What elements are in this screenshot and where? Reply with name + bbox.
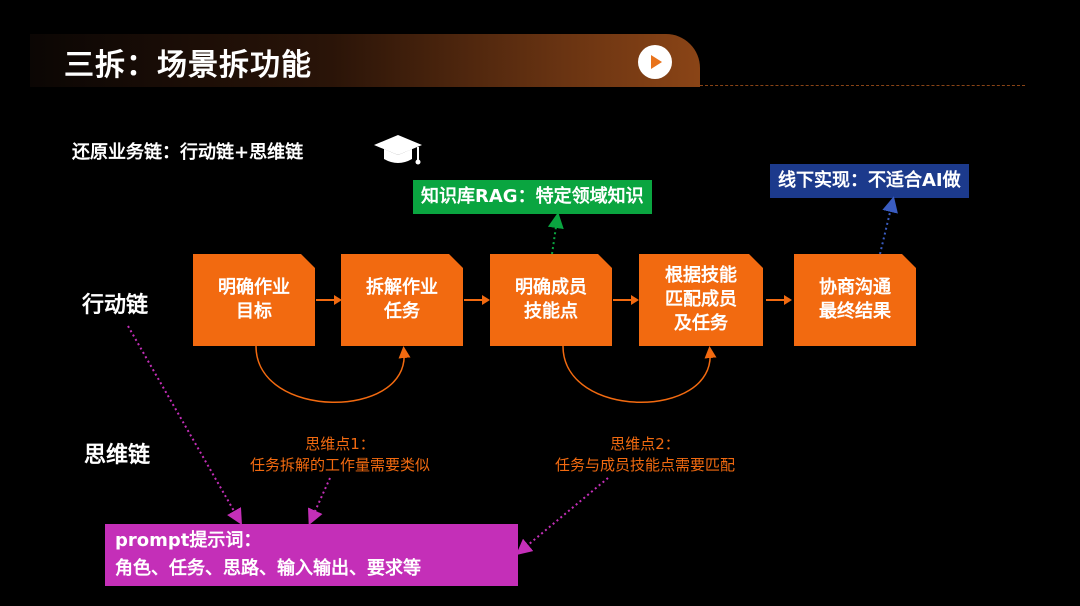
loop-arc-1 (255, 345, 411, 403)
thought-point-2-title: 思维点2： (610, 435, 680, 453)
arrow-right-icon (613, 295, 639, 305)
rag-tag: 知识库RAG：特定领域知识 (413, 180, 652, 214)
prompt-text: 角色、任务、思路、输入输出、要求等 (115, 558, 421, 579)
play-icon[interactable] (638, 45, 672, 79)
prompt-connector-1 (127, 325, 242, 525)
thought-point-1-text: 任务拆解的工作量需要类似 (249, 456, 430, 474)
thinking-chain-label: 思维链 (84, 443, 151, 468)
graduation-cap-icon (374, 135, 422, 165)
prompt-title: prompt提示词： (115, 530, 262, 551)
arrow-right-icon (766, 295, 792, 305)
prompt-connector-3 (515, 477, 609, 556)
step-box-3: 明确成员 技能点 (490, 254, 612, 346)
offline-connector (879, 196, 898, 255)
thought-point-2: 思维点2： 任务与成员技能点需要匹配 (520, 434, 770, 476)
title-bar (30, 34, 700, 87)
action-chain-label: 行动链 (82, 293, 149, 318)
divider (700, 85, 1025, 86)
loop-arc-2 (562, 345, 717, 403)
page-title: 三拆：场景拆功能 (64, 48, 312, 83)
subtitle: 还原业务链：行动链+思维链 (72, 142, 304, 163)
prompt-connector-2 (307, 477, 331, 526)
step-box-1: 明确作业 目标 (193, 254, 315, 346)
thought-point-1: 思维点1： 任务拆解的工作量需要类似 (215, 434, 465, 476)
arrow-right-icon (464, 295, 490, 305)
arrow-right-icon (316, 295, 342, 305)
thought-point-1-title: 思维点1： (305, 435, 375, 453)
offline-tag: 线下实现：不适合AI做 (770, 164, 969, 198)
prompt-box: prompt提示词： 角色、任务、思路、输入输出、要求等 (105, 524, 518, 586)
thought-point-2-text: 任务与成员技能点需要匹配 (554, 456, 735, 474)
step-box-2: 拆解作业 任务 (341, 254, 463, 346)
step-box-5: 协商沟通 最终结果 (794, 254, 916, 346)
rag-connector (547, 212, 564, 255)
step-box-4: 根据技能 匹配成员 及任务 (639, 254, 763, 346)
